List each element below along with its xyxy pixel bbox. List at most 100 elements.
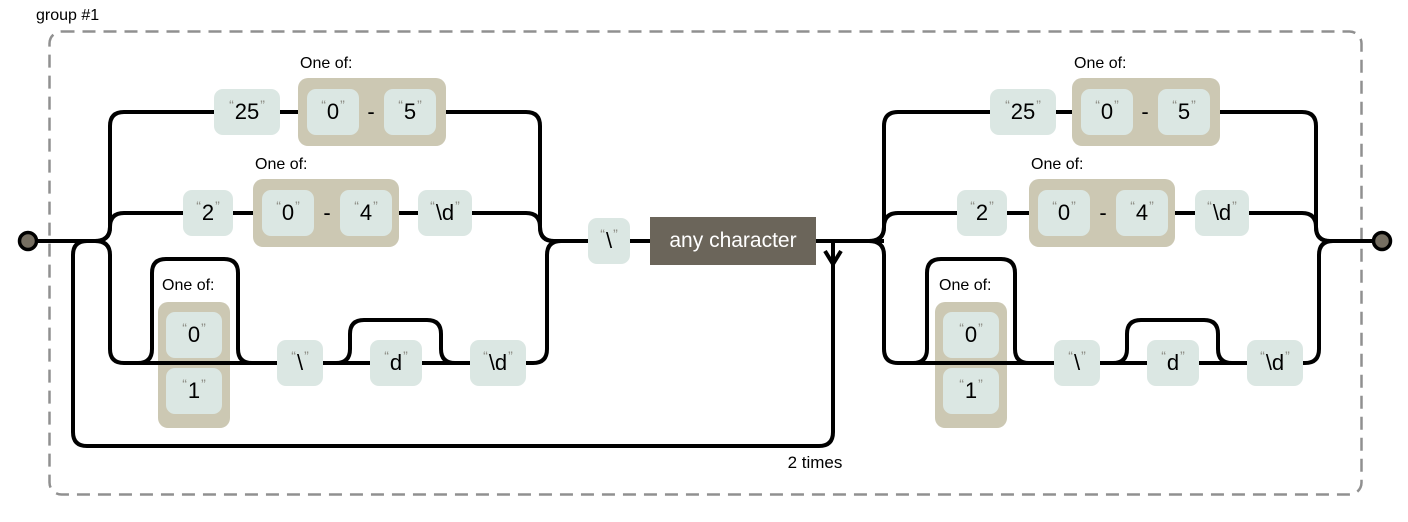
literal-text: 2 <box>975 200 989 225</box>
close-quote: ” <box>1036 97 1041 113</box>
literal-text: 4 <box>1135 200 1149 225</box>
literal-text: \d <box>488 350 508 375</box>
range-to-box-left-b1: “5” <box>384 89 436 135</box>
literal-text: 2 <box>201 200 215 225</box>
backslash-box-separator: “\” <box>588 218 630 264</box>
literal-text: 1 <box>964 378 978 403</box>
open-quote: “ <box>398 97 403 113</box>
open-quote: “ <box>321 97 326 113</box>
open-quote: “ <box>970 198 975 214</box>
range-dash-right-b2: - <box>1099 200 1107 225</box>
open-quote: “ <box>354 198 359 214</box>
open-quote: “ <box>1161 348 1166 364</box>
literal-text: 5 <box>403 99 417 124</box>
literal-box-right-2: “2” <box>957 190 1007 236</box>
open-quote: “ <box>430 198 435 214</box>
literal-text: \ <box>1073 350 1081 375</box>
open-quote: “ <box>1052 198 1057 214</box>
close-quote: ” <box>508 348 513 364</box>
literal-text: 0 <box>1100 99 1114 124</box>
option-box-left-b3-1: “1” <box>166 368 222 414</box>
literal-text: d <box>1166 350 1180 375</box>
literal-text: d <box>389 350 403 375</box>
close-quote: ” <box>201 376 206 392</box>
option-box-right-b3-1: “1” <box>943 368 999 414</box>
close-quote: ” <box>1232 198 1237 214</box>
literal-text: 0 <box>1057 200 1071 225</box>
range-dash-left-b2: - <box>323 200 331 225</box>
open-quote: “ <box>959 376 964 392</box>
literal-text: 0 <box>187 322 201 347</box>
line-right-b3-skip-d <box>1112 318 1233 365</box>
literal-text: 25 <box>234 99 260 124</box>
terminal-start-dot <box>17 230 39 252</box>
literal-box-left-25: “25” <box>214 89 280 135</box>
close-quote: ” <box>403 348 408 364</box>
backslash-box-right-b3: “\” <box>1054 340 1100 386</box>
charset-label-left-b1: One of: <box>300 55 353 72</box>
close-quote: ” <box>417 97 422 113</box>
close-quote: ” <box>215 198 220 214</box>
open-quote: “ <box>182 376 187 392</box>
loop-arrow-down-icon <box>823 249 843 268</box>
close-quote: ” <box>1149 198 1154 214</box>
range-from-box-right-b2: “0” <box>1038 190 1090 236</box>
literal-text: \d <box>1265 350 1285 375</box>
option-box-left-b3-0: “0” <box>166 312 222 358</box>
open-quote: “ <box>182 320 187 336</box>
open-quote: “ <box>959 320 964 336</box>
range-to-box-right-b2: “4” <box>1116 190 1168 236</box>
open-quote: “ <box>196 198 201 214</box>
range-to-box-right-b1: “5” <box>1158 89 1210 135</box>
close-quote: ” <box>260 97 265 113</box>
close-quote: ” <box>201 320 206 336</box>
literal-text: \ <box>605 228 613 253</box>
terminal-end-dot <box>1371 230 1393 252</box>
close-quote: ” <box>1180 348 1185 364</box>
charset-label-right-b2: One of: <box>1031 156 1084 173</box>
line-right-split-branch2 <box>868 211 957 243</box>
literal-text: 1 <box>187 378 201 403</box>
escape-box-right-b2: “\d” <box>1195 190 1249 236</box>
close-quote: ” <box>1071 198 1076 214</box>
open-quote: “ <box>1095 97 1100 113</box>
line-left-b3-skip-charset <box>137 257 253 365</box>
literal-box-right-25: “25” <box>990 89 1056 135</box>
charset-label-left-b2: One of: <box>255 156 308 173</box>
group-label: group #1 <box>36 7 100 24</box>
open-quote: “ <box>600 226 605 242</box>
backslash-box-left-b3: “\” <box>277 340 323 386</box>
open-quote: “ <box>291 348 296 364</box>
line-left-b3-skip-d <box>335 318 456 365</box>
open-quote: “ <box>1005 97 1010 113</box>
close-quote: ” <box>340 97 345 113</box>
close-quote: ” <box>295 198 300 214</box>
literal-box-left-b3-d: “d” <box>370 340 422 386</box>
close-quote: ” <box>978 376 983 392</box>
close-quote: ” <box>455 198 460 214</box>
close-quote: ” <box>989 198 994 214</box>
line-right-split-branch3 <box>868 239 1054 365</box>
line-repeat-loop <box>71 239 835 448</box>
line-right-b3-skip-charset <box>912 257 1030 365</box>
escape-box-left-b3: “\d” <box>470 340 526 386</box>
literal-text: 5 <box>1177 99 1191 124</box>
literal-box-right-b3-d: “d” <box>1147 340 1199 386</box>
option-box-right-b3-0: “0” <box>943 312 999 358</box>
close-quote: ” <box>1285 348 1290 364</box>
range-from-box-left-b1: “0” <box>307 89 359 135</box>
open-quote: “ <box>1172 97 1177 113</box>
open-quote: “ <box>1207 198 1212 214</box>
literal-text: \d <box>435 200 455 225</box>
close-quote: ” <box>1081 348 1086 364</box>
line-left-b2-merge <box>472 211 555 243</box>
any-character-box: any character <box>650 217 816 265</box>
line-left-split-branch3 <box>94 239 277 365</box>
escape-box-right-b3: “\d” <box>1247 340 1303 386</box>
close-quote: ” <box>304 348 309 364</box>
literal-text: 0 <box>281 200 295 225</box>
close-quote: ” <box>1191 97 1196 113</box>
open-quote: “ <box>1068 348 1073 364</box>
open-quote: “ <box>1130 198 1135 214</box>
